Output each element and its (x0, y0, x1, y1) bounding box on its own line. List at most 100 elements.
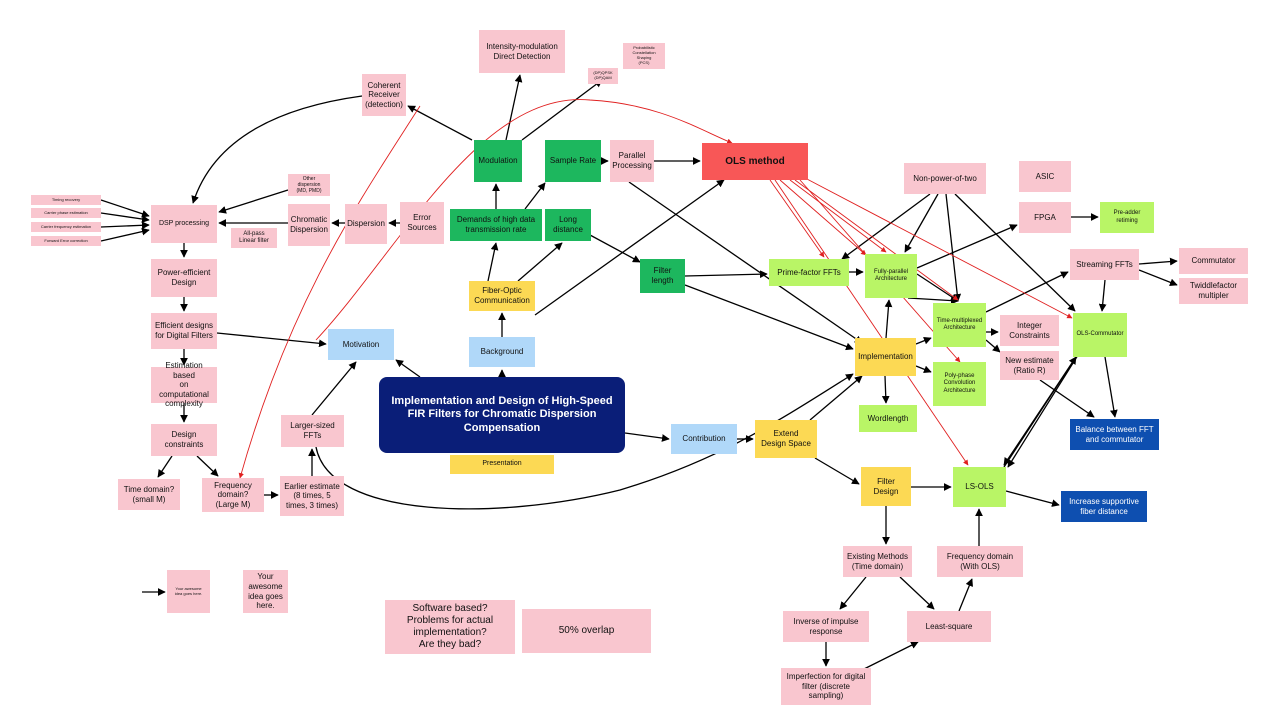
connector-arrow (216, 332, 327, 348)
ls-ols-node[interactable]: LS-OLS (953, 467, 1006, 507)
pre-adder-node[interactable]: Pre-adder retiming (1100, 202, 1154, 233)
motivation-node[interactable]: Motivation (328, 329, 394, 360)
integer-constraints-node[interactable]: Integer Constraints (1000, 315, 1059, 346)
pcs-node[interactable]: Probabilistic Constellation Shaping (PCS… (623, 43, 665, 69)
awesome-idea-small-node[interactable]: Your awesome idea goes here. (167, 570, 210, 613)
other-dispersion-node[interactable]: Other dispersion (MD, PMD) (288, 174, 330, 196)
connector-arrow (196, 455, 219, 477)
software-based-node[interactable]: Software based? Problems for actual impl… (385, 600, 515, 654)
ols-commutator-node[interactable]: OLS-Commutator (1073, 313, 1127, 357)
timing-recovery-node[interactable]: Timing recovery (31, 195, 101, 205)
awesome-idea-node[interactable]: Your awesome idea goes here. (243, 570, 288, 613)
presentation-node[interactable]: Presentation (450, 455, 554, 474)
fiber-optic-node[interactable]: Fiber-Optic Communication (469, 281, 535, 311)
fec-node[interactable]: Forward Error correction (31, 236, 101, 246)
connector-arrow (839, 576, 867, 610)
connector-arrow (684, 284, 854, 351)
estimation-node[interactable]: Estimation based on computational comple… (151, 361, 217, 408)
imperfection-node[interactable]: Imperfection for digital filter (discret… (781, 668, 871, 705)
efficient-designs-node[interactable]: Efficient designs for Digital Filters (151, 313, 217, 349)
connector-arrow (1098, 279, 1107, 312)
time-multiplexed-node[interactable]: Time-multiplexed Architecture (933, 303, 986, 347)
carrier-frequency-node[interactable]: Carrier frequency estimation (31, 222, 101, 232)
connector-arrow (218, 189, 289, 214)
larger-ffts-node[interactable]: Larger-sized FFTs (281, 415, 344, 447)
connector-arrow (487, 242, 499, 282)
implementation-node[interactable]: Implementation (855, 338, 916, 376)
dpqpsk-node[interactable]: (DP)QPSK (DP)QAM (588, 68, 618, 84)
frequency-domain-node[interactable]: Frequency domain? (Large M) (202, 478, 264, 512)
balance-node[interactable]: Balance between FFT and commutator (1070, 419, 1159, 450)
dispersion-node[interactable]: Dispersion (345, 204, 387, 244)
connector-arrow (899, 576, 935, 610)
connector-arrow (1138, 269, 1178, 287)
connector-arrow (915, 336, 932, 345)
connector-arrow (505, 74, 523, 141)
extend-design-space-node[interactable]: Extend Design Space (755, 420, 817, 458)
red-connector-arrow (789, 179, 887, 253)
red-connector-arrow (769, 179, 825, 258)
coherent-receiver-node[interactable]: Coherent Receiver (detection) (362, 74, 406, 116)
commutator-node[interactable]: Commutator (1179, 248, 1248, 274)
connector-arrow (100, 199, 150, 218)
overlap-node[interactable]: 50% overlap (522, 609, 651, 653)
increase-fiber-node[interactable]: Increase supportive fiber distance (1061, 491, 1147, 522)
sample-rate-node[interactable]: Sample Rate (545, 140, 601, 182)
non-power-two-node[interactable]: Non-power-of-two (904, 163, 986, 194)
earlier-estimate-node[interactable]: Earlier estimate (8 times, 5 times, 3 ti… (280, 476, 344, 516)
ols-method-node[interactable]: OLS method (702, 143, 808, 180)
modulation-node[interactable]: Modulation (474, 140, 522, 182)
filter-design-node[interactable]: Filter Design (861, 467, 911, 506)
connector-arrow (624, 432, 670, 442)
twiddle-node[interactable]: Twiddlefactor multipler (1179, 278, 1248, 304)
connector-arrow (311, 361, 357, 416)
connector-arrow (395, 359, 421, 378)
connector-arrow (915, 365, 932, 374)
connector-arrow (1039, 379, 1095, 418)
intensity-modulation-node[interactable]: Intensity-modulation Direct Detection (479, 30, 565, 73)
connector-arrow (534, 179, 725, 316)
contribution-node[interactable]: Contribution (671, 424, 737, 454)
connector-arrow (985, 271, 1069, 313)
least-square-node[interactable]: Least-square (907, 611, 991, 642)
streaming-ffts-node[interactable]: Streaming FFTs (1070, 249, 1139, 280)
frequency-ols-node[interactable]: Frequency domain (With OLS) (937, 546, 1023, 577)
existing-methods-node[interactable]: Existing Methods (Time domain) (843, 546, 912, 577)
power-efficient-node[interactable]: Power-efficient Design (151, 259, 217, 297)
connector-arrow (907, 296, 959, 305)
connector-arrow (809, 375, 863, 421)
time-domain-node[interactable]: Time domain? (small M) (118, 479, 180, 510)
fpga-node[interactable]: FPGA (1019, 202, 1071, 233)
error-sources-node[interactable]: Error Sources (400, 202, 444, 244)
wordlength-node[interactable]: Wordlength (859, 405, 917, 432)
fully-parallel-node[interactable]: Fully-parallel Architecture (865, 254, 917, 298)
chromatic-dispersion-node[interactable]: Chromatic Dispersion (288, 204, 330, 246)
asic-node[interactable]: ASIC (1019, 161, 1071, 192)
connector-arrow (157, 455, 173, 478)
carrier-phase-node[interactable]: Carrier phase estimation (31, 208, 101, 218)
long-distance-node[interactable]: Long distance (545, 209, 591, 241)
connector-arrow (958, 578, 973, 612)
connector-arrow (1138, 257, 1178, 266)
connector-arrow (191, 95, 363, 204)
connector-arrow (100, 227, 150, 242)
all-pass-node[interactable]: All-pass Linear filter (231, 228, 277, 248)
dsp-processing-node[interactable]: DSP processing (151, 205, 217, 243)
connector-arrow (407, 105, 473, 141)
design-constraints-node[interactable]: Design constraints (151, 424, 217, 456)
filter-length-node[interactable]: Filter length (640, 259, 685, 293)
prime-factor-node[interactable]: Prime-factor FFTs (769, 259, 849, 286)
connector-arrow (100, 212, 150, 223)
parallel-processing-node[interactable]: Parallel Processing (610, 140, 654, 182)
background-node[interactable]: Background (469, 337, 535, 367)
inverse-impulse-node[interactable]: Inverse of impulse response (783, 611, 869, 642)
connector-arrow (1005, 490, 1060, 507)
demands-node[interactable]: Demands of high data transmission rate (450, 209, 542, 241)
new-estimate-node[interactable]: New estimate (Ratio R) (1000, 351, 1059, 380)
connector-arrow (985, 339, 1001, 353)
main-title-node[interactable]: Implementation and Design of High-Speed … (379, 377, 625, 453)
connector-arrow (916, 273, 959, 302)
poly-phase-node[interactable]: Poly-phase Convolution Architecture (933, 362, 986, 406)
connector-arrow (916, 224, 1018, 269)
